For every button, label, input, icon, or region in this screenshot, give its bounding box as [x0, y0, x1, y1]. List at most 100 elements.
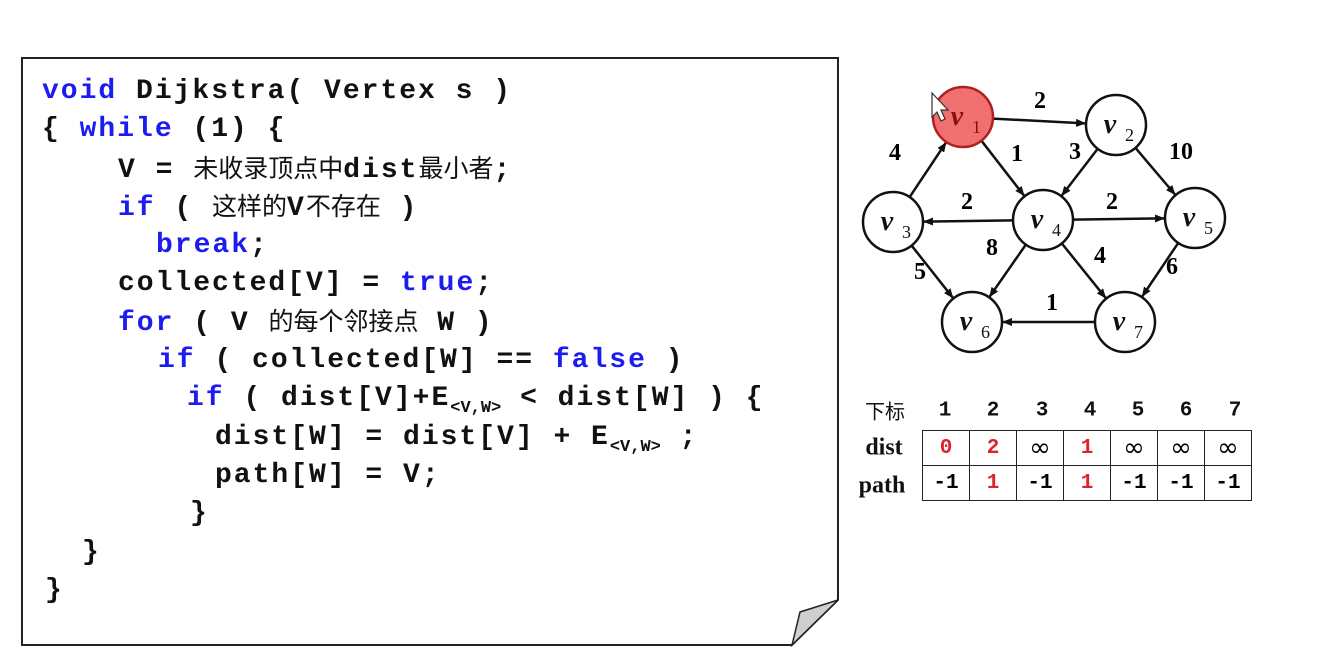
mouse-cursor-icon — [931, 91, 950, 122]
folded-corner — [790, 599, 839, 648]
node-subscript: 1 — [972, 117, 981, 137]
edge-weight: 1 — [1046, 290, 1058, 316]
dist-cell: 0 — [922, 430, 970, 466]
code-line: } — [82, 537, 101, 569]
code-keyword: break — [156, 229, 251, 261]
code-keyword: while — [79, 114, 174, 146]
index-header: 6 — [1179, 399, 1193, 423]
path-cell: -1 — [1157, 465, 1205, 501]
code-keyword: true — [400, 268, 476, 299]
code-text: ; — [493, 154, 513, 186]
code-text: } — [82, 536, 101, 568]
node-label: v — [881, 206, 894, 237]
edge-weight: 8 — [986, 235, 998, 261]
code-keyword: false — [552, 344, 647, 376]
code-text: ; — [475, 268, 495, 299]
node-subscript: 7 — [1134, 322, 1143, 342]
edge-weight: 6 — [1166, 254, 1178, 280]
code-text: < dist[W] ) { — [501, 383, 765, 415]
code-text: ) — [380, 193, 419, 225]
node-v4 — [1011, 188, 1075, 252]
edge-v4-v7 — [1060, 242, 1107, 299]
dist-cell: 1 — [1063, 430, 1111, 466]
path-cell: -1 — [922, 465, 970, 501]
node-label: v — [1183, 202, 1196, 233]
dist-cell: ∞ — [1204, 430, 1252, 466]
edge-v2-v4 — [1060, 148, 1099, 197]
code-text: (1) { — [173, 114, 287, 146]
code-text: } — [190, 498, 209, 530]
path-cell: -1 — [1016, 465, 1064, 501]
code-text: } — [45, 575, 64, 607]
index-header: 5 — [1131, 399, 1145, 423]
dist-cell: ∞ — [1016, 430, 1064, 466]
code-text: ( dist[V]+E — [224, 383, 451, 415]
code-text: V — [287, 193, 306, 225]
code-text: { — [42, 114, 80, 146]
node-subscript: 3 — [902, 222, 911, 242]
code-text: ( V — [174, 308, 269, 340]
code-line: } — [190, 498, 209, 530]
code-text: Dijkstra( Vertex s ) — [117, 76, 513, 107]
edge-weight: 5 — [914, 259, 926, 285]
edge-v3-v6 — [910, 244, 954, 299]
code-text: ; — [250, 229, 269, 261]
edge-weight: 10 — [1169, 139, 1193, 165]
path-cell: 1 — [1063, 465, 1111, 501]
code-line: collected[V] = true; — [118, 268, 494, 300]
node-v7 — [1093, 290, 1157, 354]
code-line: } — [45, 575, 64, 607]
edge-weight: 4 — [1094, 243, 1106, 269]
code-text: 未收录顶点中 — [193, 153, 344, 183]
edge-weight: 3 — [1069, 139, 1081, 165]
node-label: v — [1113, 306, 1126, 337]
index-header: 1 — [938, 399, 952, 423]
node-label: v — [960, 306, 973, 337]
index-header: 3 — [1035, 399, 1049, 423]
code-text: collected[V] = — [118, 268, 401, 299]
node-v3 — [861, 190, 925, 254]
code-line: void Dijkstra( Vertex s ) — [42, 76, 512, 108]
code-text: 的每个邻接点 — [268, 307, 419, 337]
code-text: ) — [646, 344, 685, 376]
edge-v1-v4 — [980, 139, 1025, 197]
edge-v2-v5 — [1134, 147, 1176, 196]
path-cell: -1 — [1110, 465, 1158, 501]
path-row-label: path — [858, 472, 906, 499]
edge-v3-v1 — [908, 141, 947, 198]
index-header: 2 — [986, 399, 1000, 423]
code-text: 最小者 — [418, 153, 494, 183]
code-keyword: if — [187, 383, 225, 415]
node-subscript: 4 — [1052, 220, 1061, 240]
code-keyword: if — [118, 193, 156, 225]
dist-cell: 2 — [969, 430, 1017, 466]
code-text: ; — [660, 421, 699, 453]
node-label: v — [1104, 109, 1117, 140]
node-v5 — [1163, 186, 1227, 250]
code-line: if ( dist[V]+E<V,W> < dist[W] ) { — [187, 383, 765, 425]
edge-v1-v2 — [992, 117, 1087, 127]
edge-v4-v5 — [1072, 214, 1166, 223]
node-label: v — [1031, 204, 1044, 235]
code-text: <V,W> — [609, 437, 661, 457]
edge-weight: 2 — [961, 189, 973, 215]
index-header-label: 下标 — [865, 399, 905, 424]
node-v1 — [931, 85, 995, 149]
edge-weight: 1 — [1011, 141, 1023, 167]
code-text: <V,W> — [450, 399, 502, 419]
code-text: V = — [118, 154, 194, 186]
dist-row-label: dist — [865, 434, 903, 461]
node-subscript: 2 — [1125, 125, 1134, 145]
dist-cell: ∞ — [1157, 430, 1205, 466]
edge-v5-v7 — [1141, 242, 1180, 298]
edge-v4-v3 — [922, 217, 1014, 226]
code-keyword: void — [42, 76, 118, 107]
edge-v4-v6 — [988, 243, 1027, 298]
node-subscript: 5 — [1204, 218, 1213, 238]
index-header: 7 — [1228, 399, 1242, 423]
code-line: V = 未收录顶点中dist最小者; — [118, 153, 512, 187]
path-cell: 1 — [969, 465, 1017, 501]
